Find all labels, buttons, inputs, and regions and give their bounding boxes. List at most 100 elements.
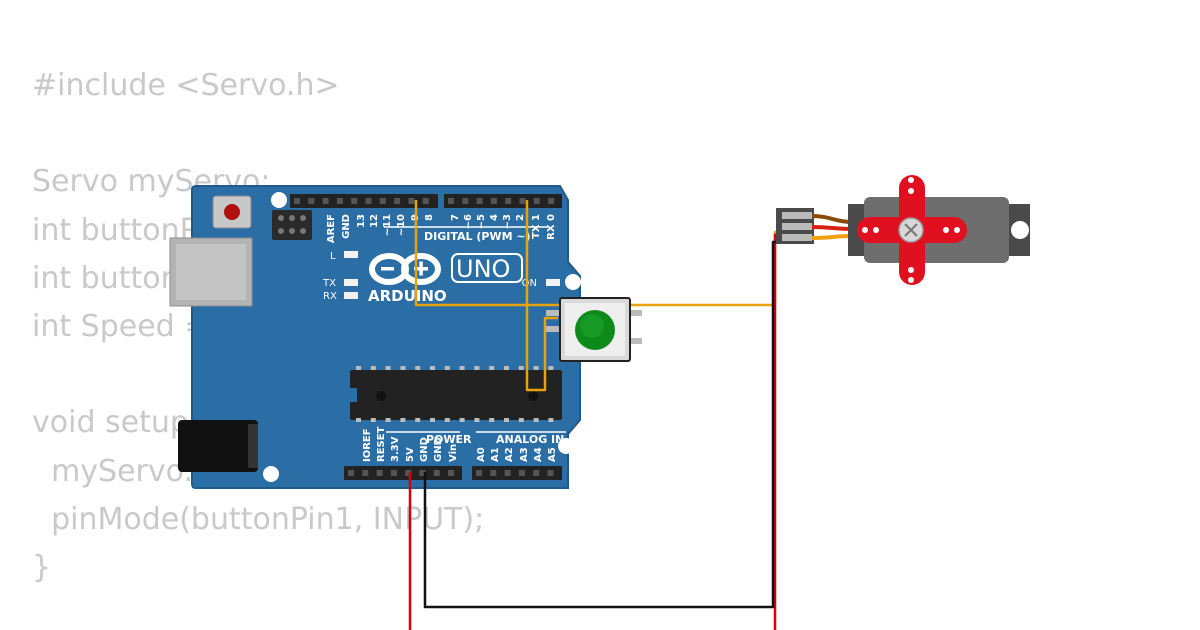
header-pin[interactable]: [519, 198, 526, 204]
chip-pin: [400, 366, 406, 370]
header-pin[interactable]: [405, 470, 412, 476]
header-pin[interactable]: [533, 470, 540, 476]
header-pin[interactable]: [408, 198, 415, 204]
pin-label: 8: [424, 214, 435, 221]
led-indicators: L TX RX ON: [322, 251, 560, 302]
header-pin[interactable]: [336, 198, 343, 204]
chip-pins: [356, 366, 554, 422]
pin-label: Vin: [448, 444, 459, 462]
chip-pin: [385, 418, 391, 422]
pin-label: 3.3V: [390, 436, 401, 462]
header-pin[interactable]: [348, 470, 354, 476]
chip-pin: [548, 366, 554, 370]
pin-label: A1: [490, 447, 501, 462]
pin-label: ~10: [396, 214, 407, 236]
chip-pin: [459, 418, 465, 422]
code-line: }: [32, 550, 52, 585]
chip-pin: [518, 418, 524, 422]
header-pin[interactable]: [548, 198, 555, 204]
chip-pin: [474, 366, 480, 370]
pin-label: 2: [515, 214, 526, 221]
chip-pin: [400, 418, 406, 422]
header-pin[interactable]: [476, 198, 483, 204]
header-pins: [476, 470, 554, 476]
chip-pin: [370, 418, 376, 422]
header-pin[interactable]: [448, 470, 455, 476]
power-label: POWER: [426, 433, 472, 446]
servo-motor-icon[interactable]: [776, 175, 1030, 285]
header-pin[interactable]: [294, 198, 300, 204]
header-pin[interactable]: [518, 470, 525, 476]
header-pin[interactable]: [419, 470, 426, 476]
pushbutton-icon[interactable]: [546, 297, 642, 362]
pin-label: RX 0: [546, 214, 557, 240]
header-pin[interactable]: [547, 470, 554, 476]
header-pin[interactable]: [379, 198, 386, 204]
header-pin[interactable]: [362, 470, 369, 476]
chip-pin: [430, 366, 435, 370]
chip-pin: [489, 418, 495, 422]
power-header: [344, 466, 462, 480]
header-pin[interactable]: [394, 198, 401, 204]
chip-pin: [504, 366, 509, 370]
pin-label: A0: [476, 447, 487, 462]
chip-pin: [415, 418, 421, 422]
header-pin[interactable]: [476, 470, 482, 476]
pin-label: IOREF: [362, 428, 373, 462]
header-pin[interactable]: [504, 470, 511, 476]
mounting-hole: [263, 466, 279, 482]
mounting-hole: [271, 192, 287, 208]
digital-header-right: [444, 194, 562, 208]
pin-label: AREF: [326, 214, 337, 243]
pin-label: 7: [450, 214, 461, 221]
header-pin[interactable]: [308, 198, 315, 204]
header-pin[interactable]: [422, 198, 429, 204]
wire-ground[interactable]: [423, 240, 780, 609]
pin-label: 4: [489, 214, 500, 221]
chip-pin: [370, 366, 376, 370]
chip-pin: [415, 366, 421, 370]
header-pin[interactable]: [390, 470, 397, 476]
pin-label: GND: [433, 437, 444, 462]
header-pin[interactable]: [433, 470, 440, 476]
chip-pin: [459, 366, 465, 370]
header-pin[interactable]: [365, 198, 372, 204]
analog-label: ANALOG IN: [496, 433, 564, 446]
arduino-infinity-icon: [369, 253, 441, 285]
chip-pin: [474, 418, 480, 422]
servo-horn[interactable]: [857, 175, 967, 285]
chip-pin: [504, 418, 509, 422]
header-pin[interactable]: [351, 198, 358, 204]
header-pins: [348, 470, 455, 476]
led-label-tx: TX: [322, 278, 336, 289]
pin-label: ~3: [502, 214, 513, 229]
mounting-hole: [558, 438, 574, 454]
chip-pin: [548, 418, 554, 422]
header-pin[interactable]: [448, 198, 454, 204]
header-pin[interactable]: [505, 198, 512, 204]
board-brand: ARDUINO: [368, 287, 447, 305]
pin-label: A4: [533, 447, 544, 462]
pin-label: ~5: [476, 214, 487, 229]
pin-label: GND: [341, 214, 352, 239]
header-pin[interactable]: [533, 198, 540, 204]
chip-pin: [533, 418, 539, 422]
header-pins: [448, 198, 555, 204]
chip-pin: [444, 366, 450, 370]
wire-servo-power[interactable]: [773, 233, 780, 630]
header-pin[interactable]: [322, 198, 329, 204]
dc-power-jack: [178, 420, 258, 472]
header-pin[interactable]: [490, 470, 497, 476]
digital-header-label: DIGITAL (PWM ~): [424, 230, 531, 243]
chip-pin: [444, 418, 450, 422]
header-pin[interactable]: [462, 198, 469, 204]
header-pin[interactable]: [376, 470, 383, 476]
wire-button-signal[interactable]: [525, 200, 558, 392]
header-pin[interactable]: [490, 198, 497, 204]
reset-button[interactable]: [212, 195, 252, 229]
pin-label: GND: [419, 437, 430, 462]
